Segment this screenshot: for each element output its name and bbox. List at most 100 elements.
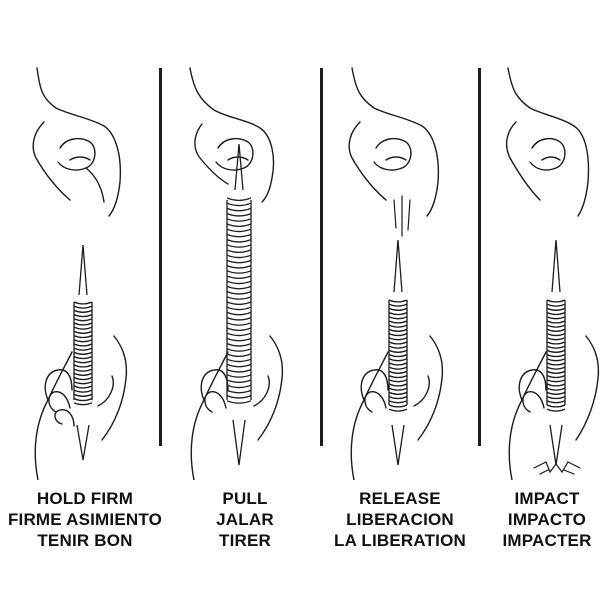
caption-line: PULL xyxy=(222,489,268,508)
caption-line: IMPACT xyxy=(514,489,580,508)
upper-hand-icon xyxy=(505,67,590,217)
spring-coil xyxy=(226,249,252,253)
impact-burst-icon xyxy=(533,461,581,475)
spring-coil xyxy=(546,408,566,412)
impact-illustration xyxy=(505,67,600,480)
spring-coil xyxy=(226,301,252,305)
spring-coil xyxy=(226,322,252,326)
spring-tool-icon xyxy=(546,239,566,466)
spring-coil xyxy=(73,301,93,305)
spring-coil xyxy=(226,264,252,269)
spring-coil xyxy=(73,389,93,393)
caption-hold-firm: HOLD FIRM FIRME ASIMIENTO TENIR BON xyxy=(0,488,170,551)
caption-line: RELEASE xyxy=(359,489,441,508)
spring-coil xyxy=(546,400,566,404)
spring-coil xyxy=(226,259,252,264)
spring-coil xyxy=(546,387,566,391)
spring-coil xyxy=(226,332,252,337)
caption-line: HOLD FIRM xyxy=(36,489,134,508)
caption-line: IMPACTER xyxy=(502,531,592,550)
motion-lines-icon xyxy=(393,195,411,237)
spring-coil xyxy=(73,305,93,309)
caption-line: JALAR xyxy=(216,510,274,529)
lower-hand-icon xyxy=(508,335,600,480)
pull-illustration xyxy=(189,67,284,480)
caption-impact: IMPACT IMPACTO IMPACTER xyxy=(482,488,612,551)
spring-coil xyxy=(546,395,566,400)
lower-hand-icon xyxy=(350,335,444,480)
spring-coil xyxy=(388,307,408,311)
spring-tool-icon xyxy=(226,143,252,466)
spring-coil xyxy=(388,303,408,307)
spring-coil xyxy=(226,316,252,321)
panel-pull xyxy=(172,60,312,480)
caption-line: TIRER xyxy=(219,531,271,550)
spring-tool-icon xyxy=(388,239,408,466)
spring-coil xyxy=(388,316,408,320)
spring-coil xyxy=(226,394,252,399)
spring-coil xyxy=(546,303,566,307)
spring-coil xyxy=(546,311,566,316)
panel-hold-firm xyxy=(12,60,152,480)
caption-line: FIRME ASIMIENTO xyxy=(7,510,163,529)
spring-coil xyxy=(388,404,408,408)
spring-coil xyxy=(226,296,252,300)
spring-coil xyxy=(388,332,408,337)
caption-line: IMPACTO xyxy=(507,510,587,529)
spring-coil xyxy=(226,342,252,347)
spring-coil xyxy=(73,402,93,406)
spring-coil xyxy=(388,370,408,374)
spring-coil xyxy=(388,362,408,366)
spring-coil xyxy=(388,374,408,379)
spring-coil xyxy=(73,360,93,364)
spring-coil xyxy=(546,332,566,337)
spring-coil xyxy=(546,358,566,362)
spring-coil xyxy=(226,285,252,290)
spring-coil xyxy=(226,306,252,311)
divider-3 xyxy=(478,68,481,446)
spring-coil xyxy=(226,218,252,222)
spring-coil xyxy=(388,353,408,358)
spring-coil xyxy=(226,212,252,217)
spring-coil xyxy=(226,379,252,383)
spring-coil xyxy=(73,313,93,318)
spring-coil xyxy=(73,397,93,402)
upper-hand-icon xyxy=(348,67,440,217)
spring-coil xyxy=(388,383,408,387)
spring-coil xyxy=(73,318,93,322)
spring-coil xyxy=(546,341,566,345)
spring-coil xyxy=(226,202,252,207)
release-illustration xyxy=(348,67,444,480)
spring-coil xyxy=(546,374,566,379)
spring-coil xyxy=(73,385,93,389)
spring-coil xyxy=(226,270,252,274)
spring-coil xyxy=(226,368,252,373)
spring-coil xyxy=(226,244,252,248)
spring-coil xyxy=(226,223,252,227)
spring-coil xyxy=(226,327,252,331)
panel-release xyxy=(330,60,470,480)
spring-coil xyxy=(388,379,408,383)
lower-hand-icon xyxy=(190,335,284,480)
spring-coil xyxy=(226,238,252,243)
spring-coil xyxy=(226,358,252,363)
spring-coil xyxy=(73,372,93,376)
spring-coil xyxy=(388,324,408,328)
spring-coil xyxy=(73,364,93,368)
spring-coil xyxy=(546,316,566,320)
spring-coil xyxy=(226,337,252,342)
spring-coil xyxy=(546,299,566,303)
spring-coil xyxy=(388,311,408,316)
spring-coil xyxy=(388,349,408,353)
spring-coil xyxy=(73,334,93,339)
spring-coil xyxy=(546,320,566,324)
spring-coil xyxy=(546,391,566,395)
divider-1 xyxy=(159,68,162,446)
spring-coil xyxy=(73,339,93,343)
spring-coil xyxy=(73,376,93,381)
spring-coil xyxy=(388,345,408,349)
spring-coil xyxy=(73,347,93,351)
spring-coil xyxy=(546,345,566,349)
spring-coil xyxy=(73,351,93,355)
